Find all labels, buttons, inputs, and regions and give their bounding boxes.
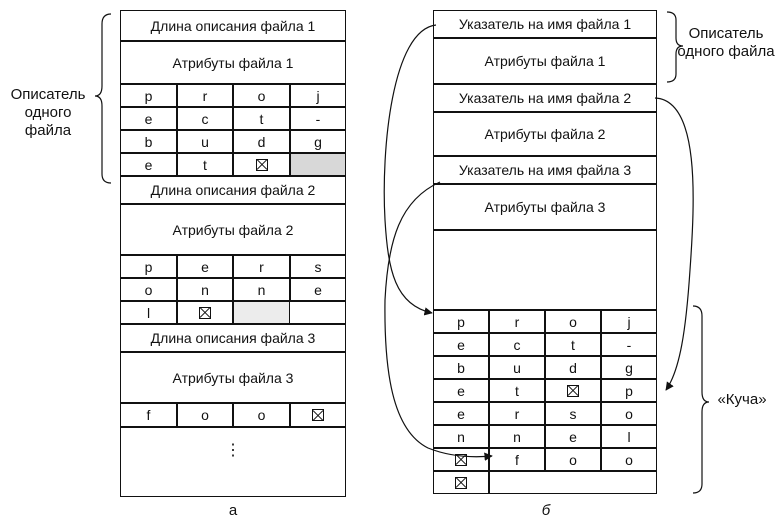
- name-char-cell: e: [120, 153, 177, 176]
- heap-char-cell: e: [433, 333, 489, 356]
- caption-b: б: [541, 502, 551, 519]
- heap-char-cell: l: [601, 425, 657, 448]
- heap-char-cell: g: [601, 356, 657, 379]
- end-of-name-cell: [290, 403, 346, 427]
- end-of-name-cell: [433, 471, 489, 494]
- end-marker-icon: [312, 409, 324, 421]
- pointer-2-arrow: [654, 97, 694, 391]
- name-char-cell: c: [177, 107, 233, 130]
- heap-char-cell: d: [545, 356, 601, 379]
- heap-char-cell: s: [545, 402, 601, 425]
- name-char-cell: f: [120, 403, 177, 427]
- name-char-cell: u: [177, 130, 233, 153]
- name-char-cell: t: [233, 107, 290, 130]
- heap-char-cell: o: [601, 448, 657, 471]
- attributes-of-file-1: Атрибуты файла 1: [433, 38, 657, 84]
- heap-char-cell: f: [489, 448, 545, 471]
- heap-char-cell: e: [545, 425, 601, 448]
- ellipsis: ⋮: [225, 442, 241, 459]
- name-char-cell: e: [120, 107, 177, 130]
- heap-char-cell: n: [489, 425, 545, 448]
- end-of-name-cell: [433, 448, 489, 471]
- pointer-1-arrow: [383, 24, 437, 316]
- heap-char-cell: p: [433, 310, 489, 333]
- remaining-directory-space: ⋮: [120, 427, 346, 497]
- heap-char-cell: n: [433, 425, 489, 448]
- padding-cell: [290, 301, 346, 324]
- name-char-cell: g: [290, 130, 346, 153]
- end-marker-icon: [455, 476, 467, 489]
- heap-char-cell: p: [601, 379, 657, 402]
- length-of-file-3-description: Длина описания файла 3: [120, 324, 346, 352]
- heap-char-cell: j: [601, 310, 657, 333]
- name-char-cell: l: [120, 301, 177, 324]
- heap-char-cell: e: [433, 379, 489, 402]
- heap-char-cell: o: [545, 310, 601, 333]
- name-char-cell: b: [120, 130, 177, 153]
- name-char-cell: j: [290, 84, 346, 107]
- name-char-cell: -: [290, 107, 346, 130]
- heap-free-space: [489, 471, 657, 494]
- caption-a: а: [228, 502, 238, 519]
- end-marker-icon: [567, 384, 579, 397]
- end-of-name-cell: [545, 379, 601, 402]
- name-char-cell: o: [120, 278, 177, 301]
- padding-cell: [233, 301, 290, 324]
- name-char-cell: s: [290, 255, 346, 278]
- name-char-cell: t: [177, 153, 233, 176]
- attributes-of-file-2: Атрибуты файла 2: [433, 112, 657, 156]
- name-char-cell: n: [177, 278, 233, 301]
- end-marker-icon: [199, 306, 211, 319]
- name-char-cell: d: [233, 130, 290, 153]
- heap-char-cell: t: [489, 379, 545, 402]
- attributes-of-file-3: Атрибуты файла 3: [433, 184, 657, 230]
- heap-char-cell: e: [433, 402, 489, 425]
- descriptor-label: Описатель одного файла: [677, 25, 775, 60]
- length-of-file-1-description: Длина описания файла 1: [120, 10, 346, 41]
- free-directory-space: [433, 230, 657, 310]
- pointer-to-file-name-3: Указатель на имя файла 3: [433, 156, 657, 184]
- end-of-name-cell: [177, 301, 233, 324]
- name-char-cell: p: [120, 255, 177, 278]
- attributes-of-file-1: Атрибуты файла 1: [120, 41, 346, 84]
- heap-char-cell: r: [489, 310, 545, 333]
- heap-char-cell: t: [545, 333, 601, 356]
- heap-label: «Куча»: [717, 391, 767, 408]
- left-descriptor-brace: [94, 13, 112, 184]
- attributes-of-file-3: Атрибуты файла 3: [120, 352, 346, 403]
- pointer-to-file-name-1: Указатель на имя файла 1: [433, 10, 657, 38]
- heap-char-cell: c: [489, 333, 545, 356]
- end-marker-icon: [255, 158, 268, 171]
- end-of-name-cell: [233, 153, 290, 176]
- heap-char-cell: o: [545, 448, 601, 471]
- name-char-cell: o: [177, 403, 233, 427]
- pointer-to-file-name-2: Указатель на имя файла 2: [433, 84, 657, 112]
- heap-char-cell: b: [433, 356, 489, 379]
- name-char-cell: o: [233, 84, 290, 107]
- attributes-of-file-2: Атрибуты файла 2: [120, 204, 346, 255]
- name-char-cell: e: [290, 278, 346, 301]
- name-char-cell: r: [233, 255, 290, 278]
- heap-char-cell: -: [601, 333, 657, 356]
- name-char-cell: e: [177, 255, 233, 278]
- length-of-file-2-description: Длина описания файла 2: [120, 176, 346, 204]
- name-char-cell: o: [233, 403, 290, 427]
- heap-char-cell: r: [489, 402, 545, 425]
- name-char-cell: n: [233, 278, 290, 301]
- heap-char-cell: o: [601, 402, 657, 425]
- name-char-cell: r: [177, 84, 233, 107]
- name-char-cell: p: [120, 84, 177, 107]
- descriptor-label: Описатель одного файла: [10, 86, 86, 139]
- end-marker-icon: [455, 453, 467, 466]
- heap-char-cell: u: [489, 356, 545, 379]
- padding-cell: [290, 153, 346, 176]
